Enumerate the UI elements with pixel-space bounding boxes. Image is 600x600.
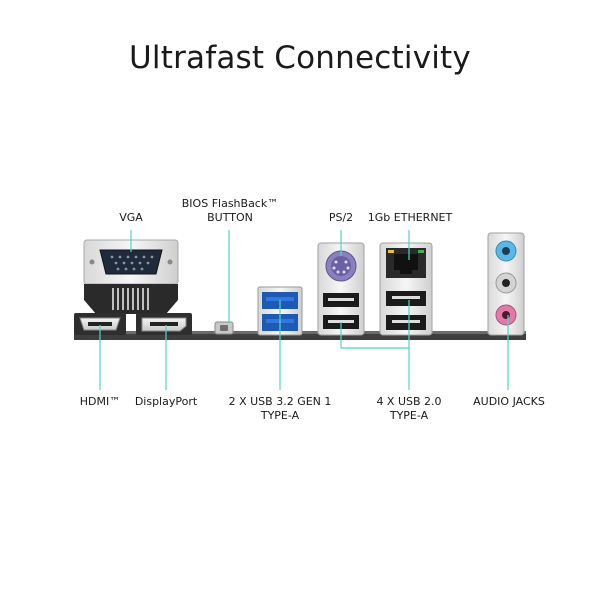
displayport-port	[136, 313, 192, 335]
ethernet-usb-stack	[379, 242, 433, 336]
callout-lines	[99, 230, 509, 390]
label-vga: VGA	[119, 211, 143, 224]
ps2-usb-stack	[317, 242, 365, 336]
bios-flashback-button	[214, 321, 234, 335]
label-ethernet: 1Gb ETHERNET	[367, 211, 453, 224]
pcb-edge	[74, 333, 526, 340]
label-bios-flashback: BIOS FlashBack™ BUTTON	[181, 197, 279, 224]
hdmi-port	[74, 313, 126, 335]
label-hdmi: HDMI™	[79, 395, 121, 408]
vga-port	[83, 239, 179, 314]
audio-jacks	[487, 232, 525, 336]
label-audio-jacks: AUDIO JACKS	[473, 395, 545, 408]
label-usb20: 4 X USB 2.0 TYPE-A	[376, 395, 442, 422]
label-ps2: PS/2	[328, 211, 354, 224]
label-usb32: 2 X USB 3.2 GEN 1 TYPE-A	[228, 395, 332, 422]
page-title: Ultrafast Connectivity	[129, 40, 471, 76]
label-displayport: DisplayPort	[134, 395, 198, 408]
